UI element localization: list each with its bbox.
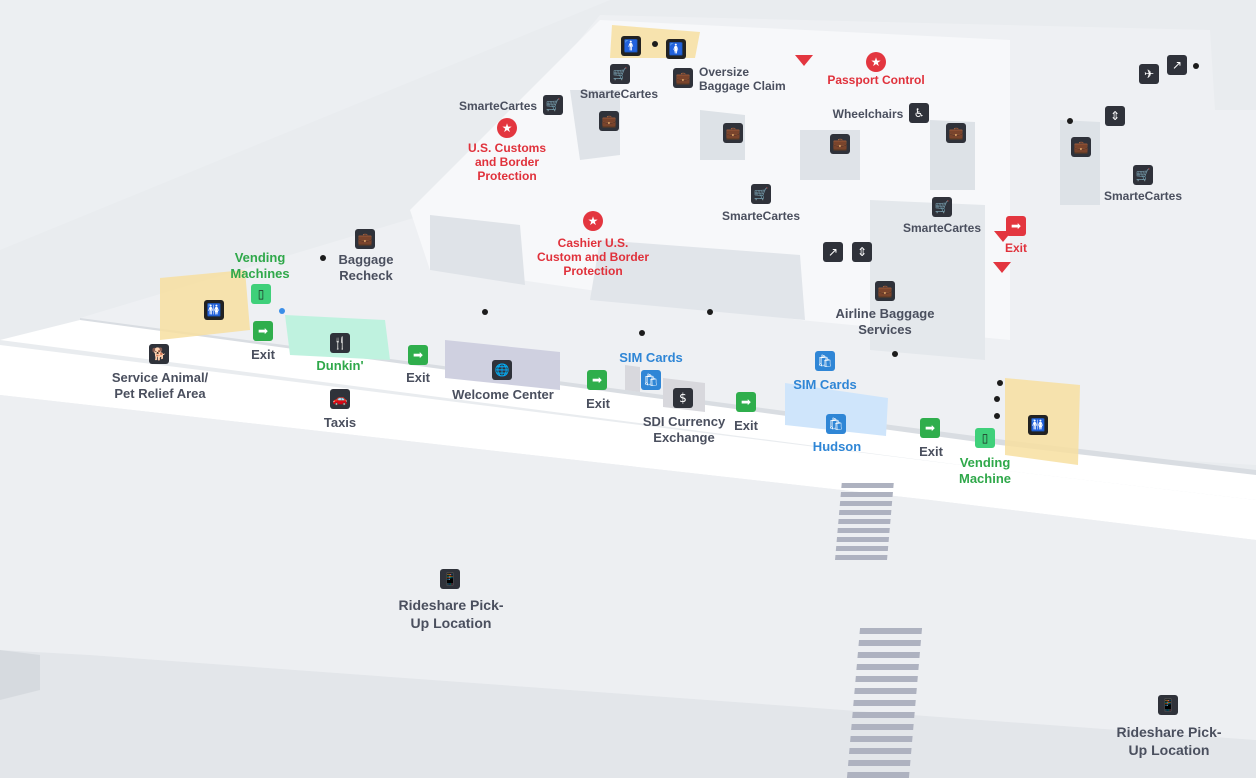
dunkin-label: Dunkin' bbox=[316, 358, 364, 373]
fork-knife-icon[interactable]: 🍴 bbox=[330, 333, 350, 353]
exit-label-3: Exit bbox=[586, 396, 610, 411]
door-dot bbox=[994, 396, 1000, 402]
door-dot bbox=[652, 41, 658, 47]
plane-arrival-icon[interactable]: ✈ bbox=[1139, 64, 1159, 84]
exit-arrow bbox=[993, 262, 1011, 273]
luggage-icon[interactable]: 💼 bbox=[355, 229, 375, 249]
smartecartes-label-2: SmarteCartes bbox=[579, 87, 659, 101]
exit-label-2: Exit bbox=[406, 370, 430, 385]
cart-icon[interactable]: 🛒 bbox=[610, 64, 630, 84]
exit-door-icon[interactable]: ➡ bbox=[587, 370, 607, 390]
exit-door-icon[interactable]: ➡ bbox=[408, 345, 428, 365]
sim-cards-label-2: SIM Cards bbox=[793, 377, 857, 392]
smartecartes-label-3: SmarteCartes bbox=[721, 209, 801, 223]
luggage-icon[interactable]: 💼 bbox=[875, 281, 895, 301]
exit-door-icon[interactable]: ➡ bbox=[736, 392, 756, 412]
info-globe-icon[interactable]: 🌐 bbox=[492, 360, 512, 380]
escalator-icon[interactable]: ↗ bbox=[823, 242, 843, 262]
rideshare-label-1: Rideshare Pick- Up Location bbox=[398, 597, 504, 631]
elevator-icon[interactable]: ⇕ bbox=[852, 242, 872, 262]
door-dot bbox=[997, 380, 1003, 386]
taxis-label: Taxis bbox=[323, 415, 357, 430]
luggage-icon[interactable]: 💼 bbox=[599, 111, 619, 131]
cart-icon[interactable]: 🛒 bbox=[932, 197, 952, 217]
vending-icon[interactable]: ▯ bbox=[975, 428, 995, 448]
badge-star-icon[interactable]: ★ bbox=[497, 118, 517, 138]
exit-door-icon[interactable]: ➡ bbox=[253, 321, 273, 341]
sim-cards-label-1: SIM Cards bbox=[619, 350, 683, 365]
shopping-bag-icon[interactable]: 🛍 bbox=[815, 351, 835, 371]
shopping-bag-icon[interactable]: 🛍 bbox=[826, 414, 846, 434]
exit-door-icon[interactable]: ➡ bbox=[920, 418, 940, 438]
phone-car-icon[interactable]: 📱 bbox=[440, 569, 460, 589]
smartecartes-label-4: SmarteCartes bbox=[1103, 189, 1183, 203]
exit-arrow bbox=[994, 231, 1012, 242]
cart-icon[interactable]: 🛒 bbox=[543, 95, 563, 115]
us-customs-label: U.S. Customs and Border Protection bbox=[467, 141, 547, 183]
vending-icon[interactable]: ▯ bbox=[251, 284, 271, 304]
smartecartes-label-1: SmarteCartes bbox=[459, 99, 538, 113]
luggage-icon[interactable]: 💼 bbox=[673, 68, 693, 88]
vending-machine-label: Vending Machine bbox=[958, 455, 1012, 486]
badge-star-icon[interactable]: ★ bbox=[583, 211, 603, 231]
exit-label-1: Exit bbox=[251, 347, 275, 362]
luggage-icon[interactable]: 💼 bbox=[1071, 137, 1091, 157]
welcome-center-label: Welcome Center bbox=[452, 387, 554, 402]
luggage-icon[interactable]: 💼 bbox=[946, 123, 966, 143]
currency-exchange-icon[interactable]: $ bbox=[673, 388, 693, 408]
service-animal-label: Service Animal/ Pet Relief Area bbox=[111, 370, 209, 401]
exit-label-5: Exit bbox=[919, 444, 943, 459]
rideshare-label-2: Rideshare Pick- Up Location bbox=[1116, 724, 1222, 758]
exit-label-6: Exit bbox=[1004, 241, 1028, 255]
smartecartes-label-5: SmarteCartes bbox=[902, 221, 982, 235]
location-dot bbox=[279, 308, 285, 314]
wheelchairs-label: Wheelchairs bbox=[832, 107, 904, 121]
cart-icon[interactable]: 🛒 bbox=[751, 184, 771, 204]
phone-car-icon[interactable]: 📱 bbox=[1158, 695, 1178, 715]
wheelchair-icon[interactable]: ♿ bbox=[909, 103, 929, 123]
luggage-icon[interactable]: 💼 bbox=[830, 134, 850, 154]
door-dot bbox=[1193, 63, 1199, 69]
oversize-baggage-label: Oversize Baggage Claim bbox=[699, 65, 786, 93]
escalator-icon[interactable]: ↗ bbox=[1167, 55, 1187, 75]
door-dot bbox=[639, 330, 645, 336]
cart-icon[interactable]: 🛒 bbox=[1133, 165, 1153, 185]
airline-baggage-label: Airline Baggage Services bbox=[835, 306, 935, 337]
passport-control-label: Passport Control bbox=[827, 73, 925, 87]
luggage-icon[interactable]: 💼 bbox=[723, 123, 743, 143]
dog-icon[interactable]: 🐕 bbox=[149, 344, 169, 364]
shopping-bag-icon[interactable]: 🛍 bbox=[641, 370, 661, 390]
exit-label-4: Exit bbox=[734, 418, 758, 433]
vending-machines-label: Vending Machines bbox=[230, 250, 290, 281]
cashier-customs-label: Cashier U.S. Custom and Border Protectio… bbox=[536, 236, 650, 278]
door-dot bbox=[1067, 118, 1073, 124]
elevator-icon[interactable]: ⇕ bbox=[1105, 106, 1125, 126]
door-dot bbox=[707, 309, 713, 315]
door-dot bbox=[892, 351, 898, 357]
door-dot bbox=[320, 255, 326, 261]
restroom-icon[interactable]: 🚺 bbox=[666, 39, 686, 59]
car-icon[interactable]: 🚗 bbox=[330, 389, 350, 409]
door-dot bbox=[482, 309, 488, 315]
restroom-icon[interactable]: 🚻 bbox=[1028, 415, 1048, 435]
restroom-icon[interactable]: 🚻 bbox=[204, 300, 224, 320]
baggage-recheck-label: Baggage Recheck bbox=[338, 252, 394, 283]
sdi-currency-label: SDI Currency Exchange bbox=[642, 414, 726, 445]
entry-arrow bbox=[795, 55, 813, 66]
restroom-icon[interactable]: 🚹 bbox=[621, 36, 641, 56]
hudson-label: Hudson bbox=[812, 439, 862, 454]
door-dot bbox=[994, 413, 1000, 419]
badge-star-icon[interactable]: ★ bbox=[866, 52, 886, 72]
